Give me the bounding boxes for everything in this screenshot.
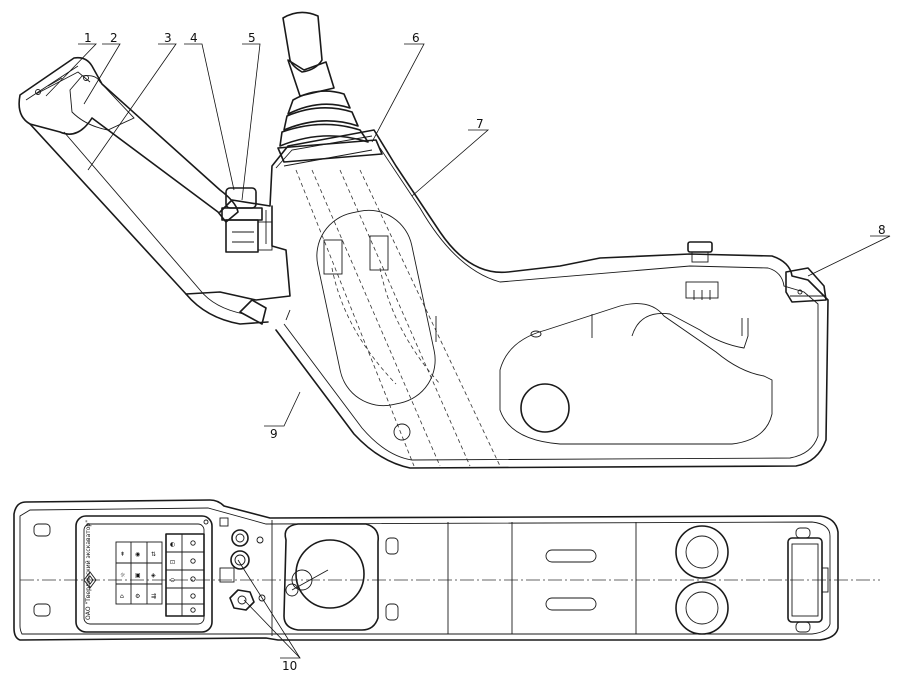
rear-connector-top [787,527,829,633]
callout-9: 9 [270,427,278,441]
callout-8: 8 [878,223,886,237]
main-housing [185,129,829,469]
indicator-symbol: ▣ [135,572,141,579]
callout-5: 5 [248,31,256,45]
rear-connector [785,267,827,303]
callout-7: 7 [476,117,484,131]
callout-1: 1 [84,31,92,45]
hidden-mechanism [295,169,542,467]
joystick-lever [277,11,383,167]
callout-3: 3 [164,31,172,45]
callout-10: 10 [282,659,297,673]
switch-symbol: ◐ [170,541,175,548]
indicator-symbol: ⌂ [120,593,124,600]
top-knob [685,241,719,300]
callout-4: 4 [190,31,198,45]
indicator-symbol: ⇞ [120,551,125,558]
joystick-base-top [283,523,399,631]
plate-nameplate: ОАО "Твердинский экскаватор" [85,520,92,620]
callout-numbers: 1 2 3 4 5 6 7 8 9 10 [84,31,886,673]
connector-group [219,517,266,611]
instrument-plate: ОАО "Твердинский экскаватор" ⇞ ◉ ⇅ ☼ ▣ ◈… [75,515,213,633]
cover-slots [447,522,729,635]
top-view: ОАО "Твердинский экскаватор" ⇞ ◉ ⇅ ☼ ▣ ◈… [13,499,880,641]
switch-block: ◐ ⊡ ⊖ [165,533,205,617]
switch-symbol: ⊖ [170,577,175,584]
indicator-symbol: ⚙ [135,593,140,600]
indicator-grid: ⇞ ◉ ⇅ ☼ ▣ ◈ ⌂ ⚙ ⇶ [115,541,163,605]
side-view [18,11,829,469]
switch-symbol: ⊡ [170,559,175,566]
indicator-symbol: ◉ [135,551,140,558]
indicator-symbol: ◈ [151,572,156,579]
indicator-symbol: ⇶ [151,593,156,600]
warning-diamond-icon [83,571,97,589]
leader-lines [45,43,891,659]
indicator-symbol: ☼ [120,572,126,579]
indicator-symbol: ⇅ [151,551,156,558]
callout-2: 2 [110,31,118,45]
callout-6: 6 [412,31,420,45]
front-cover [18,56,269,325]
side-openings [435,303,773,445]
